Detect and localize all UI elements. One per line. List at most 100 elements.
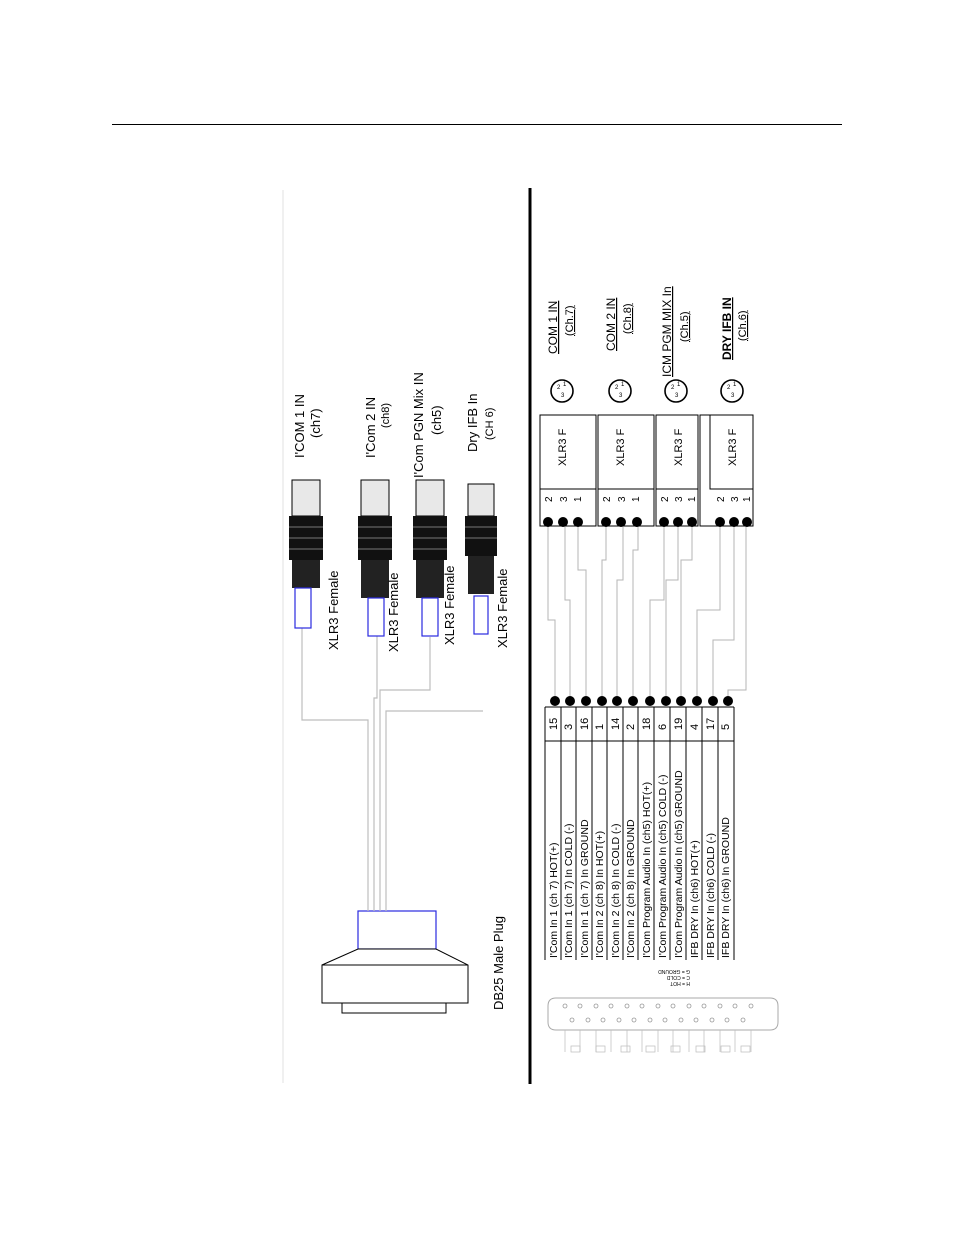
xlr-type-box-1 [539, 414, 597, 490]
pinout-table [544, 706, 735, 960]
xlr-pin-4-3: 1 [742, 496, 753, 502]
db25-pin-dot [723, 696, 733, 706]
connector-type-1: XLR3 F [557, 428, 569, 466]
pinout-pin-number: 4 [689, 724, 701, 730]
db25-pin-dots [550, 696, 733, 706]
xlr-pin-dot [687, 517, 697, 527]
pinout-signal-label: I'Com In 2 (ch 8) In COLD (-) [610, 824, 622, 958]
svg-text:1: 1 [563, 382, 567, 388]
db25-pin-dot [550, 696, 560, 706]
db25-pin-dot [565, 696, 575, 706]
svg-text:1: 1 [733, 382, 737, 388]
pinout-pin-number: 6 [657, 724, 669, 730]
pinout-signal-label: I'Com Program Audio In (ch5) GROUND [673, 770, 685, 958]
pinout-signal-label: I'Com Program Audio In (ch5) HOT(+) [641, 782, 653, 958]
xlr-pin-dot [558, 517, 568, 527]
db25-pin-dot [645, 696, 655, 706]
pinout-signal-label: I'Com In 1 (ch 7) In GROUND [579, 819, 591, 958]
xlr-type-box-3 [655, 414, 699, 490]
xlr-pin-1-2: 3 [559, 496, 570, 502]
cable-assembly-drawing: DB25 Male Plug [282, 190, 510, 1083]
connector-channel-2: (Ch.8) [622, 303, 634, 334]
legend-hot: H = HOT [670, 980, 690, 986]
cable-title-2: I'Com 2 IN [363, 397, 378, 458]
xlr-pin-2-2: 3 [617, 496, 628, 502]
db25-plug-icon [321, 910, 469, 1014]
top-horizontal-rule [112, 124, 842, 125]
svg-text:3: 3 [675, 393, 679, 399]
pinout-pin-number: 15 [548, 718, 560, 730]
xlr-pin-3-2: 3 [674, 496, 685, 502]
db25-plug-label: DB25 Male Plug [491, 916, 506, 1010]
xlr-female-cable-end-icon-2 [358, 479, 392, 637]
cable-channel-2: (ch8) [380, 403, 392, 428]
xlr-pin-dot [543, 517, 553, 527]
svg-text:3: 3 [619, 393, 623, 399]
legend-cold: C = COLD [666, 974, 690, 980]
svg-text:2: 2 [615, 385, 619, 391]
cable-channel-4: (CH 6) [484, 408, 496, 440]
connector-channel-1: (Ch.7) [564, 305, 576, 336]
connector-type-3: XLR3 F [673, 428, 685, 466]
pinout-signal-label: I'Com In 2 (ch 8) In GROUND [625, 819, 637, 958]
xlr-pin-4-1: 2 [716, 496, 727, 502]
xlr-pin-2-1: 2 [602, 496, 613, 502]
db25-pin-dot [676, 696, 686, 706]
pinout-signal-label: I'Com In 2 (ch 8) In HOT(+) [594, 831, 606, 958]
connection-wires [547, 525, 747, 700]
xlr-pin-dot [673, 517, 683, 527]
pinout-pin-number: 19 [673, 718, 685, 730]
xlr-pin-dot [742, 517, 752, 527]
db25-pin-dot [708, 696, 718, 706]
cable-title-1: I'COM 1 IN [292, 394, 307, 458]
xlr-pin-dot [573, 517, 583, 527]
pinout-pin-number: 18 [641, 718, 653, 730]
svg-text:1: 1 [621, 382, 625, 388]
pinout-signal-label: IFB DRY In (ch6) In GROUND [720, 817, 732, 958]
svg-text:1: 1 [677, 382, 681, 388]
xlr-pin-1-3: 1 [573, 496, 584, 502]
pinout-signal-label: I'Com In 1 (ch 7) HOT(+) [548, 843, 560, 959]
cable-connector-label-4: XLR3 Female [495, 569, 510, 648]
pinout-signal-label: IFB DRY In (ch6) COLD (-) [705, 833, 717, 958]
pinout-signal-label: I'Com Program Audio In (ch5) COLD (-) [657, 775, 669, 958]
pinout-pin-number: 1 [594, 724, 606, 730]
connector-type-2: XLR3 F [615, 428, 627, 466]
connector-title-1: COM 1 IN [546, 301, 560, 354]
xlr-pin-1-1: 2 [544, 496, 555, 502]
xlr-pin-dot [659, 517, 669, 527]
cable-connector-label-2: XLR3 Female [386, 573, 401, 652]
xlr-pin-3-3: 1 [687, 496, 698, 502]
connector-channel-4: (Ch.6) [737, 310, 749, 341]
xlr-pin-4-2: 3 [730, 496, 741, 502]
pinout-pin-number: 3 [563, 724, 575, 730]
cable-title-3: I'Com PGN Mix IN [411, 372, 426, 478]
cable-title-4: Dry IFB In [465, 393, 480, 452]
db25-pin-dot [628, 696, 638, 706]
svg-text:3: 3 [731, 393, 735, 399]
cable-channel-3: (ch5) [429, 405, 444, 435]
svg-text:2: 2 [557, 385, 561, 391]
svg-text:3: 3 [561, 393, 565, 399]
connector-type-4: XLR3 F [727, 428, 739, 466]
connector-title-2: COM 2 IN [604, 298, 618, 351]
xlr-female-cable-end-icon-1 [289, 479, 323, 629]
db25-pin-dot [612, 696, 622, 706]
xlr-female-cable-end-icon-4 [465, 483, 497, 635]
legend-ground: G = GROUND [658, 968, 690, 974]
pinout-pin-number: 17 [705, 718, 717, 730]
cable-connector-label-1: XLR3 Female [326, 571, 341, 650]
connector-channel-3: (Ch.5) [679, 311, 691, 342]
pinout-signal-label: IFB DRY In (ch6) HOT(+) [689, 840, 701, 958]
xlr-female-cable-end-icon-3 [413, 479, 447, 637]
pinout-pin-number: 16 [579, 718, 591, 730]
xlr-type-box-4 [709, 414, 754, 490]
xlr-pin-dot [601, 517, 611, 527]
svg-text:2: 2 [727, 385, 731, 391]
db25-pin-dot [597, 696, 607, 706]
db25-pin-dot [581, 696, 591, 706]
xlr-pin-dots [543, 517, 752, 527]
